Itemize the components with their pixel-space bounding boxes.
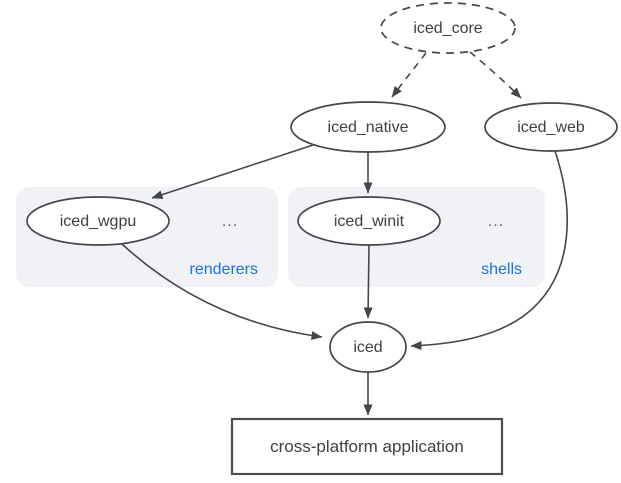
node-iced-web-label: iced_web: [517, 119, 585, 136]
node-iced-wgpu-label: iced_wgpu: [60, 213, 137, 230]
node-iced-winit-shape: [297, 196, 441, 246]
node-app: cross-platform application: [230, 417, 504, 476]
edge-native-to-wgpu: [151, 144, 314, 199]
node-iced-winit-label: iced_winit: [334, 213, 405, 230]
edge-core-to-native: [391, 52, 427, 98]
renderers-group-label: renderers: [190, 261, 258, 278]
node-iced: iced: [329, 321, 407, 373]
shells-group-label: shells: [481, 261, 522, 278]
edge-web-to-iced: [410, 150, 568, 351]
renderers-ellipsis: ...: [222, 213, 238, 230]
node-iced-wgpu-shape: [26, 196, 170, 246]
node-iced-native-label: iced_native: [328, 119, 409, 136]
node-iced-label: iced: [353, 339, 382, 356]
node-iced-web-shape: [484, 102, 618, 152]
edge-wgpu-to-iced: [121, 243, 323, 341]
node-iced-native-shape: [290, 101, 446, 153]
node-iced-core-shape: [380, 2, 516, 54]
node-iced-native: iced_native: [290, 101, 446, 153]
node-iced-core-label: iced_core: [413, 20, 482, 37]
node-app-shape: [230, 417, 504, 476]
node-iced-shape: [329, 321, 407, 373]
shells-ellipsis: ...: [488, 213, 504, 230]
node-iced-winit: iced_winit: [297, 196, 441, 246]
node-iced-web: iced_web: [484, 102, 618, 152]
edge-winit-to-iced: [363, 244, 373, 319]
node-iced-core: iced_core: [380, 2, 516, 54]
node-app-label: cross-platform application: [270, 437, 464, 456]
node-iced-wgpu: iced_wgpu: [26, 196, 170, 246]
edge-core-to-web: [469, 51, 522, 99]
